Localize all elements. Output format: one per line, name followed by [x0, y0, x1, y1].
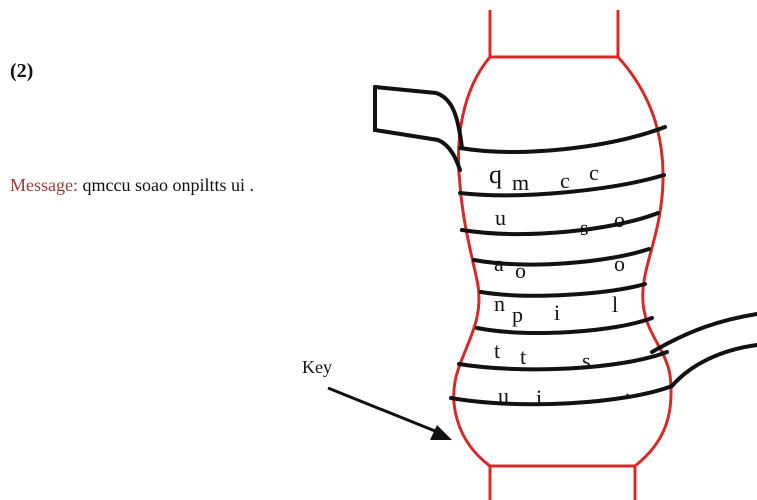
strip-letter: s — [580, 215, 589, 240]
strip-bottom-tail-lower — [672, 345, 757, 386]
strip-letter: t — [520, 344, 526, 369]
strip-letter: t — [494, 338, 500, 363]
strip-letter: s — [582, 348, 591, 373]
strip-letter: a — [494, 251, 504, 276]
strip-letter: n — [494, 291, 505, 316]
strip-letter: u — [495, 205, 506, 230]
strip-letter: l — [612, 292, 618, 317]
cylinder-right-side — [618, 57, 671, 466]
strip-band-5 — [481, 284, 645, 296]
strip-letter: u — [498, 383, 509, 408]
strip-band-8 — [451, 386, 672, 404]
strip-letter: o — [614, 207, 625, 232]
paper-strip — [375, 87, 757, 404]
key-arrow-line — [328, 388, 440, 433]
strip-band-7 — [459, 352, 667, 369]
strip-letter: c — [589, 160, 599, 185]
strip-letter: . — [625, 379, 630, 401]
key-arrow — [328, 388, 452, 440]
strip-letter: c — [560, 168, 570, 193]
strip-letter: p — [512, 302, 523, 327]
strip-band-6 — [477, 318, 652, 333]
strip-letter: m — [512, 170, 529, 195]
strip-band-3 — [462, 213, 658, 234]
strip-letter: q — [489, 160, 502, 189]
strip-letter: i — [554, 300, 560, 325]
strip-letter: o — [614, 251, 625, 276]
key-arrowhead — [430, 425, 452, 440]
strip-letter: o — [515, 258, 526, 283]
strip-letter: i — [536, 385, 542, 410]
strip-band-1 — [460, 127, 665, 152]
cylinder — [454, 10, 671, 500]
